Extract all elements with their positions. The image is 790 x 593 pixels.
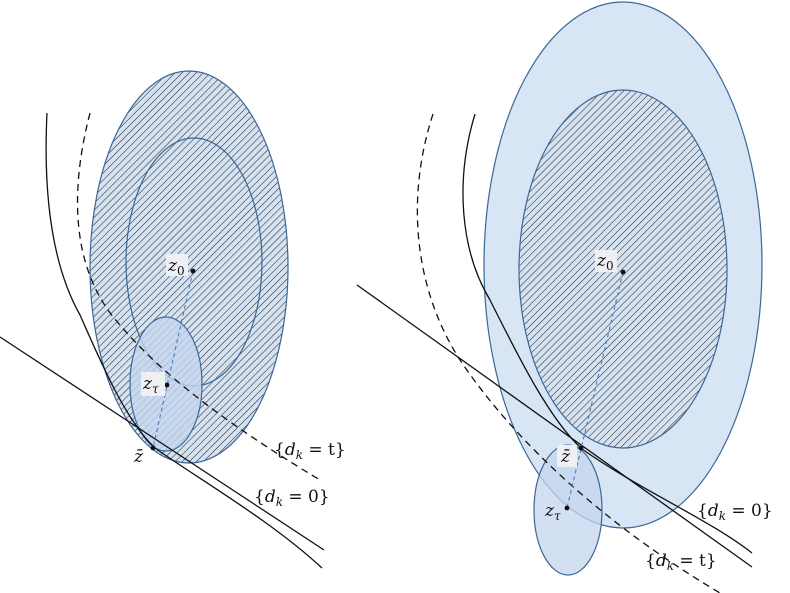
- left-z0-point: [190, 268, 196, 274]
- right-zbar-tag: [557, 445, 577, 467]
- right-level-t-label: {dk = t}: [645, 551, 717, 573]
- left-level-0-label: {dk = 0}: [254, 487, 330, 509]
- right-z0-label: z0: [596, 251, 614, 273]
- right-inner-ellipse: [518, 89, 728, 449]
- right-z0-point: [620, 269, 626, 275]
- left-zbar-point: [150, 445, 156, 451]
- right-dashed-curve: [416, 113, 721, 593]
- left-zbar-label: z̄: [133, 447, 144, 467]
- right-ztau-label: zτ: [544, 501, 561, 523]
- left-level-t-label: {dk = t}: [274, 440, 346, 462]
- right-panel: z0 z̄ zτ {dk = 0} {dk = t}: [356, 1, 773, 593]
- left-ztau-point: [164, 382, 170, 388]
- right-solid-curve: [462, 113, 753, 554]
- right-dashed-segment: [566, 271, 624, 509]
- right-level-0-label: {dk = 0}: [697, 501, 773, 523]
- right-ztau-point: [564, 505, 570, 511]
- left-ztau-label: zτ: [142, 374, 159, 396]
- left-tangent-line: [0, 336, 325, 551]
- right-z0-tag: [595, 250, 617, 272]
- left-ztau-tag: [141, 372, 165, 396]
- left-panel: z0 zτ z̄ {dk = t} {dk = 0}: [0, 70, 346, 569]
- left-solid-curve: [45, 112, 323, 569]
- left-dashed-curve: [76, 112, 321, 481]
- left-dashed-segment: [152, 270, 194, 449]
- right-zbar-label: z̄: [560, 447, 571, 467]
- right-zbar-point: [578, 445, 584, 451]
- right-tangent-line: [356, 284, 753, 568]
- left-z0-tag: [166, 254, 188, 276]
- left-z0-label: z0: [167, 256, 185, 278]
